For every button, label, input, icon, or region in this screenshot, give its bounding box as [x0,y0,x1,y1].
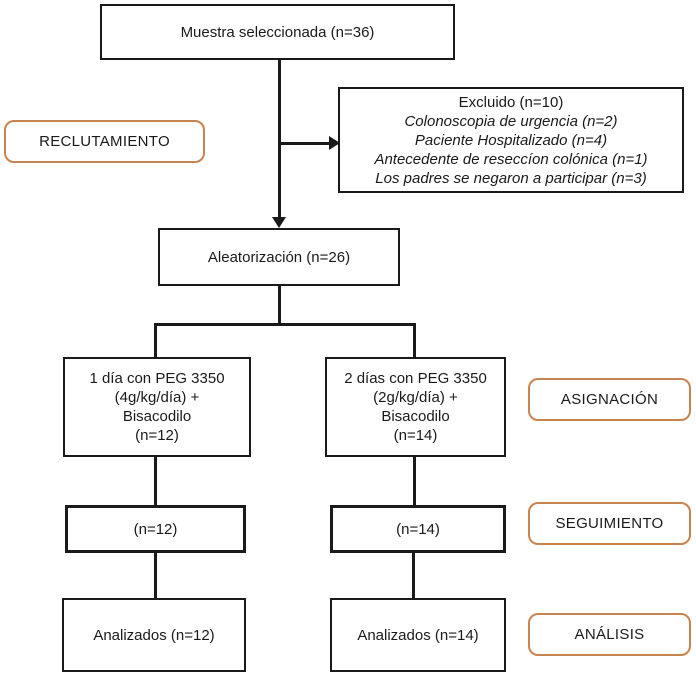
box-arm2: 2 días con PEG 3350 (2g/kg/día) + Bisaco… [325,357,506,457]
connector-followup2-to-analyzed2 [412,553,415,600]
excluded-reason: Los padres se negaron a participar (n=3) [375,169,647,187]
box-arm1-line: 1 día con PEG 3350 [89,370,225,387]
stage-label-analysis-text: ANÁLISIS [574,626,645,643]
box-arm2-line: Bisacodilo [381,408,450,425]
connector-randomization-down [278,285,281,326]
stage-label-followup: SEGUIMIENTO [528,502,691,545]
connector-split-to-arm2 [413,323,416,359]
box-followup1-label: (n=12) [133,520,178,538]
connector-split-to-arm1 [154,323,157,359]
split-bar [154,323,416,326]
box-arm2-line: (2g/kg/día) + [373,389,458,406]
excluded-reason: Colonoscopia de urgencia (n=2) [404,112,618,130]
box-excluded: Excluido (n=10) Colonoscopia de urgencia… [338,87,684,193]
box-analyzed2-label: Analizados (n=14) [357,626,479,644]
box-arm2-line: (n=14) [393,427,438,444]
connector-selected-to-randomization [278,60,281,220]
box-arm2-line: 2 días con PEG 3350 [344,370,487,387]
box-followup2: (n=14) [330,505,506,553]
box-arm1-line: (n=12) [135,427,179,444]
connector-arm2-to-followup2 [413,457,416,507]
box-arm1: 1 día con PEG 3350 (4g/kg/día) + Bisacod… [63,357,251,457]
box-selected-sample: Muestra seleccionada (n=36) [100,4,455,60]
box-randomization: Aleatorización (n=26) [158,228,400,286]
excluded-reason: Paciente Hospitalizado (n=4) [414,131,608,149]
excluded-reason: Antecedente de reseccíon colónica (n=1) [374,150,648,168]
box-followup1: (n=12) [65,505,246,553]
stage-label-assignment-text: ASIGNACIÓN [560,391,659,408]
box-followup2-label: (n=14) [396,520,440,538]
box-selected-sample-label: Muestra seleccionada (n=36) [180,23,375,41]
arrowhead-into-excluded [329,136,340,150]
stage-label-recruitment: RECLUTAMIENTO [4,120,205,163]
box-analyzed1: Analizados (n=12) [62,598,246,672]
box-analyzed1-label: Analizados (n=12) [93,626,215,644]
stage-label-analysis: ANÁLISIS [528,613,691,656]
arrowhead-into-randomization [272,217,286,228]
box-excluded-title: Excluido (n=10) [458,93,564,111]
box-randomization-label: Aleatorización (n=26) [207,248,351,266]
stage-label-followup-text: SEGUIMIENTO [555,515,664,532]
stage-label-recruitment-text: RECLUTAMIENTO [39,133,170,150]
box-arm1-line: Bisacodilo [122,408,192,425]
box-analyzed2: Analizados (n=14) [330,598,506,672]
stage-label-assignment: ASIGNACIÓN [528,378,691,421]
connector-arm1-to-followup1 [154,457,157,507]
connector-followup1-to-analyzed1 [154,553,157,600]
box-arm1-line: (4g/kg/día) + [114,389,200,406]
connector-to-excluded [280,142,330,145]
